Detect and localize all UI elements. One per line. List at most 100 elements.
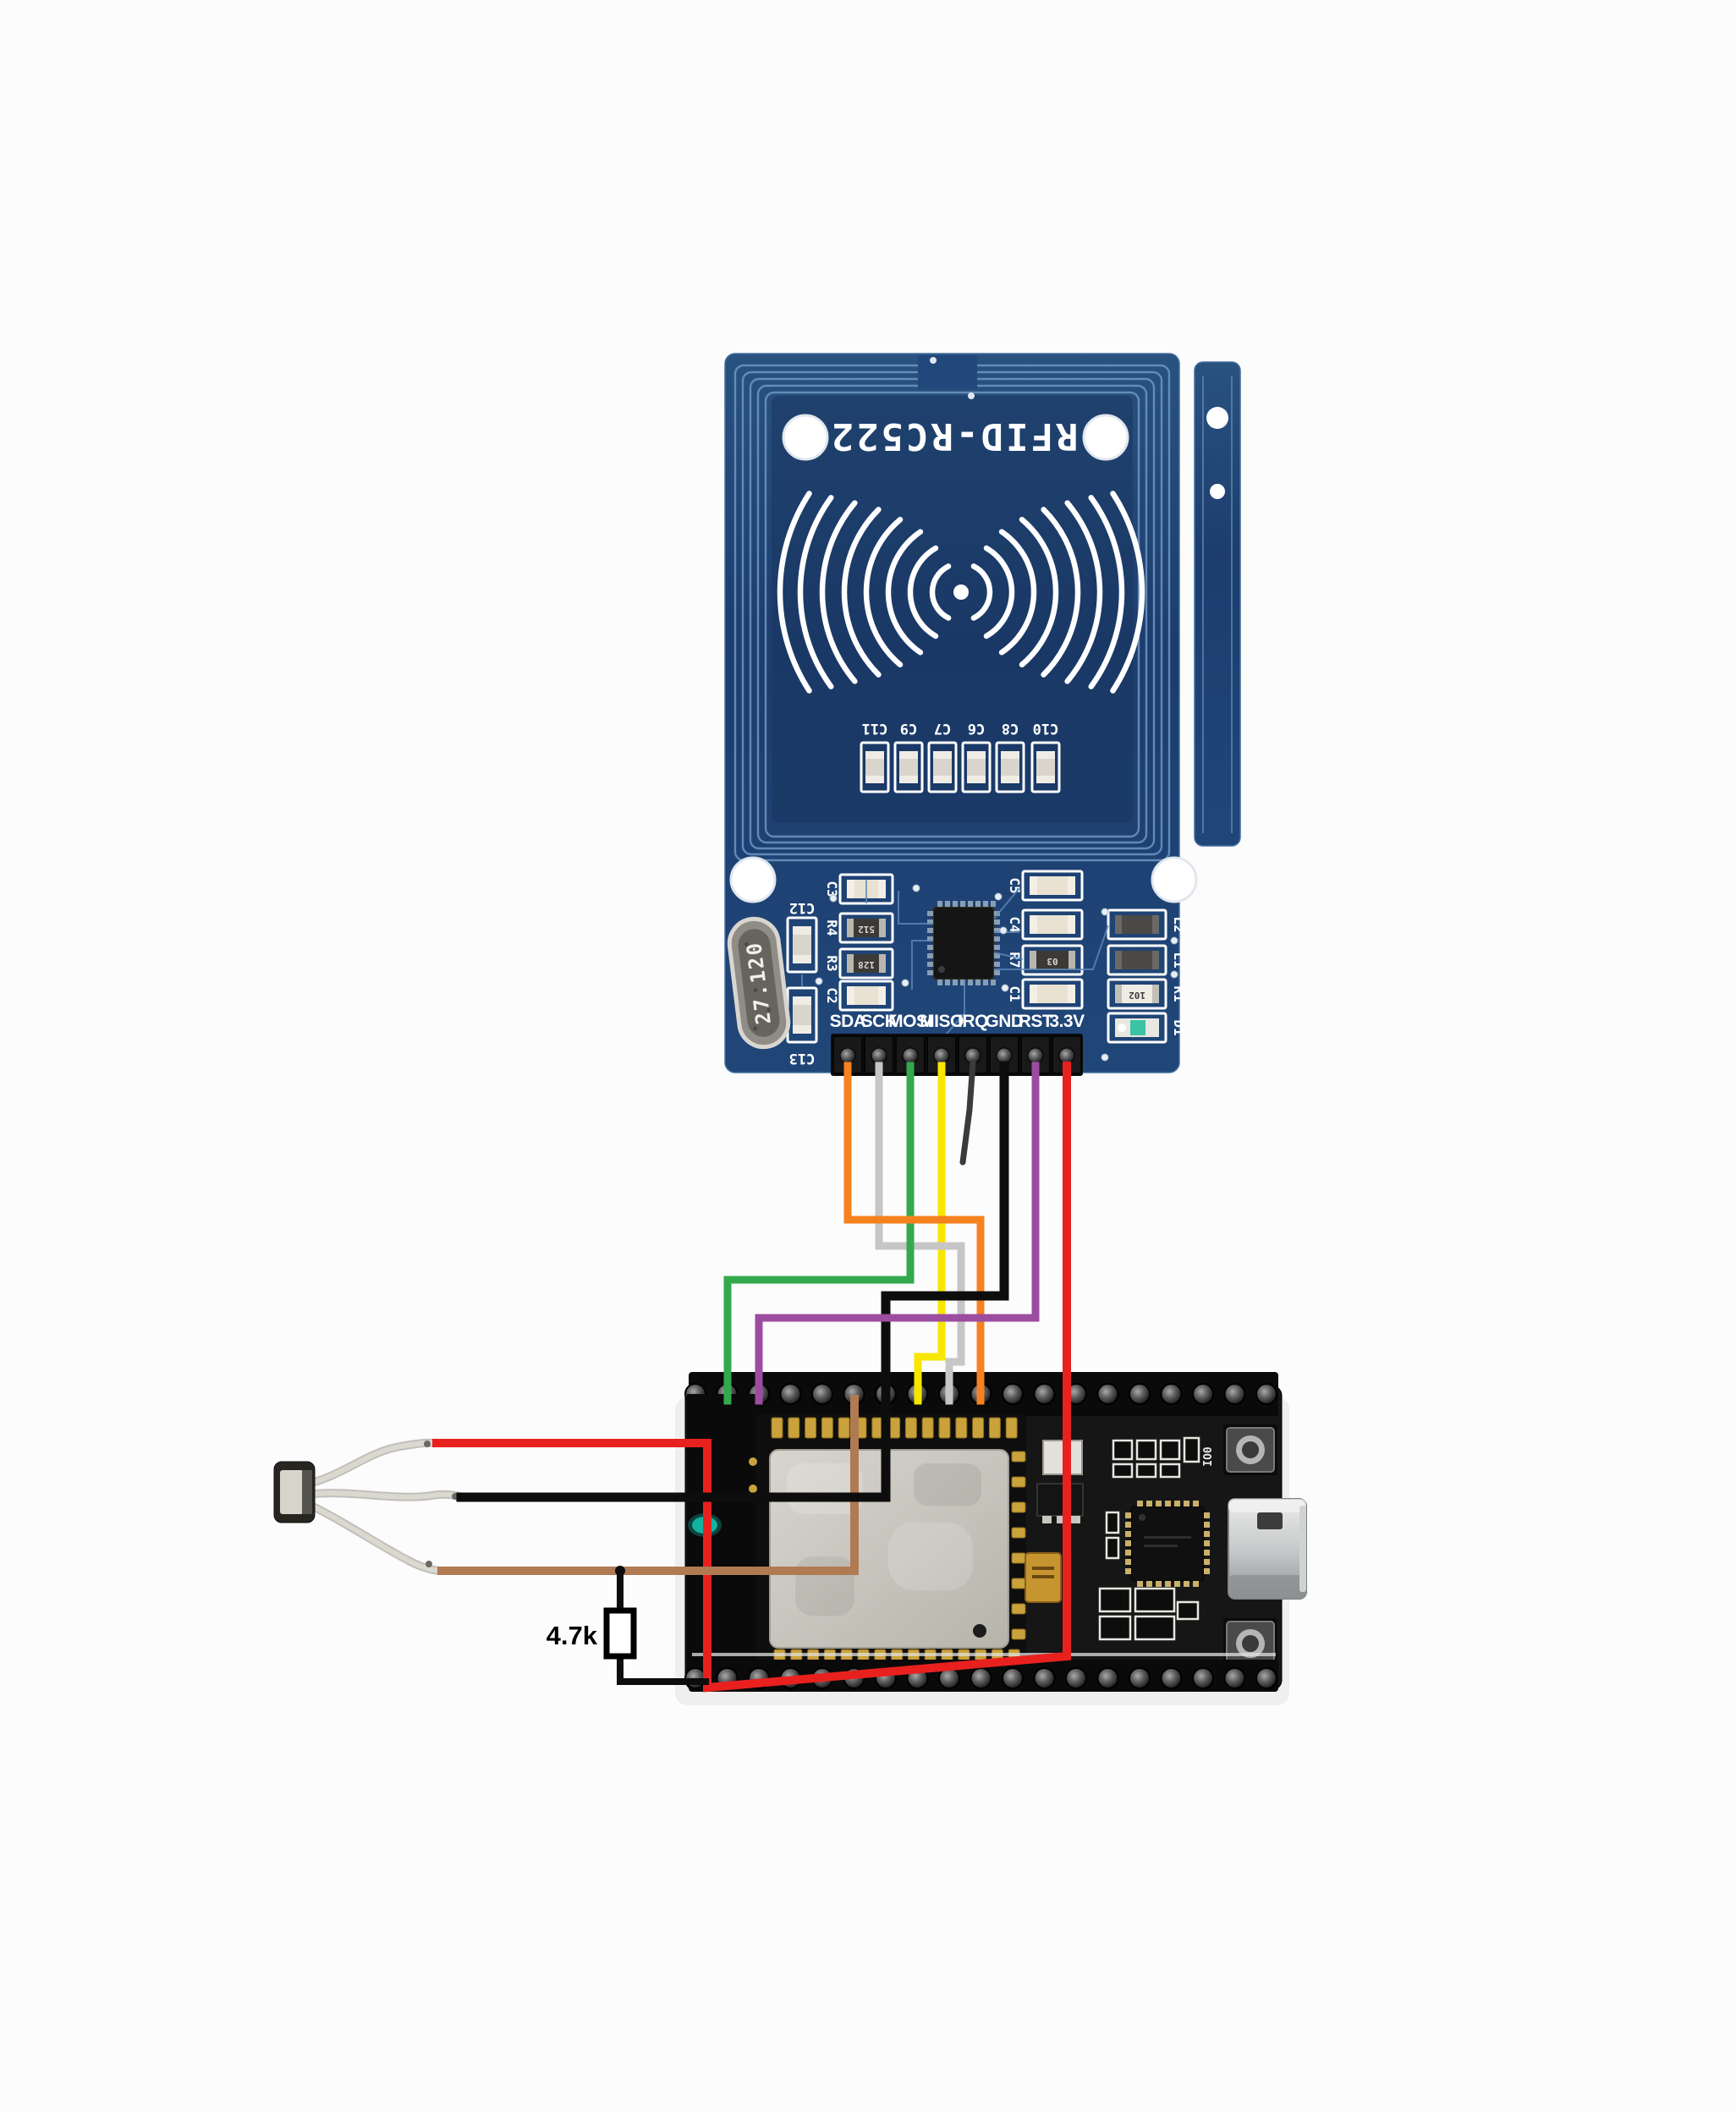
label-rfid-far_col-2: R1 bbox=[1171, 985, 1187, 1002]
mounting-hole bbox=[1151, 856, 1198, 903]
solder-joint bbox=[426, 1561, 432, 1567]
label-rfid-mid_col-0: C3 bbox=[824, 881, 840, 897]
rfid-pin bbox=[871, 1047, 887, 1064]
label-rfid-far_col-1: L1 bbox=[1171, 952, 1187, 968]
wire-sck bbox=[875, 1062, 965, 1405]
label-rfid-pins-3: MISO bbox=[920, 1012, 964, 1031]
wire-rst bbox=[755, 1062, 1040, 1405]
label-rfid-left_col-0: C12 bbox=[789, 899, 816, 916]
smd-component bbox=[1105, 1536, 1120, 1560]
label-annotation-resistor_value: 4.7k bbox=[547, 1621, 598, 1650]
antenna-arc bbox=[1019, 516, 1059, 668]
rfid-pin bbox=[839, 1047, 856, 1064]
label-rfid-cap_row-0: C11 bbox=[862, 720, 888, 737]
antenna-arc bbox=[841, 507, 882, 678]
antenna-arc bbox=[819, 500, 858, 684]
label-rfid-mid_col-2: R3 bbox=[824, 955, 840, 971]
label-rfid-marks-R1: 102 bbox=[1129, 990, 1145, 1001]
smd-capacitor bbox=[967, 751, 986, 783]
castellated-pad bbox=[1011, 1501, 1026, 1513]
antenna-arc bbox=[863, 516, 904, 668]
label-rfid-far_col-0: L2 bbox=[1171, 916, 1187, 932]
label-rfid-pins-4: IRQ bbox=[958, 1012, 988, 1031]
smd-component bbox=[1098, 1615, 1132, 1641]
antenna-arc bbox=[907, 545, 939, 639]
smd-component bbox=[1112, 1439, 1134, 1461]
label-rfid-marks-R3: 128 bbox=[858, 959, 875, 970]
smd-component bbox=[1183, 1436, 1200, 1463]
esp32-top-pin bbox=[1129, 1383, 1151, 1405]
castellated-pad bbox=[888, 1417, 901, 1439]
smd-component bbox=[1134, 1587, 1176, 1613]
label-rfid-pins-1: SCK bbox=[861, 1012, 898, 1031]
crystal-oscillator: 27.120 bbox=[727, 916, 791, 1050]
castellated-pad bbox=[988, 1417, 1001, 1439]
mounting-hole bbox=[729, 856, 777, 903]
smd-capacitor bbox=[1001, 751, 1019, 783]
label-rfid-cap_row-5: C10 bbox=[1033, 720, 1059, 737]
smd-component bbox=[1105, 1511, 1120, 1534]
rfid-pin bbox=[1058, 1047, 1075, 1064]
label-rfid-cap_row-3: C6 bbox=[968, 720, 985, 737]
smd-capacitor bbox=[1036, 751, 1055, 783]
label-rfid-pins-7: 3.3V bbox=[1049, 1012, 1085, 1031]
castellated-pad bbox=[771, 1417, 783, 1439]
tab-hole bbox=[1206, 407, 1228, 429]
label-rfid-pins-6: RST bbox=[1019, 1012, 1053, 1031]
wire-data bbox=[437, 1395, 859, 1575]
rfid-pin bbox=[1027, 1047, 1044, 1064]
antenna-arc bbox=[1110, 491, 1145, 694]
castellated-pad bbox=[1011, 1476, 1026, 1488]
wire-mosi bbox=[723, 1062, 915, 1405]
antenna-arc bbox=[1088, 495, 1125, 689]
smd-component bbox=[1176, 1600, 1200, 1621]
castellated-pad bbox=[955, 1417, 968, 1439]
resistor-lead-bottom bbox=[617, 1648, 709, 1685]
castellated-pad bbox=[805, 1417, 817, 1439]
antenna-arc bbox=[1064, 500, 1103, 684]
smd-component bbox=[1134, 1615, 1176, 1641]
rfid-pin bbox=[933, 1047, 950, 1064]
esp32-top-pin bbox=[1160, 1383, 1183, 1405]
label-rfid-cap_row-4: C8 bbox=[1002, 720, 1019, 737]
castellated-pad bbox=[1011, 1527, 1026, 1539]
castellated-pad bbox=[972, 1417, 985, 1439]
label-esp32-silkscreen: IO0 bbox=[1202, 1446, 1215, 1467]
antenna-arc bbox=[1041, 507, 1081, 678]
label-rfid-mid_col-3: C2 bbox=[824, 987, 840, 1003]
esp32-top-pin bbox=[1002, 1383, 1024, 1405]
label-rfid-cap_row-2: C7 bbox=[934, 720, 951, 737]
esp32-bottom-pin bbox=[1096, 1667, 1119, 1689]
antenna-arc bbox=[797, 495, 834, 689]
label-rfid-right_col-1: C4 bbox=[1007, 916, 1023, 932]
esp32-top-pin bbox=[1096, 1383, 1119, 1405]
mounting-hole bbox=[782, 414, 829, 461]
smd-component bbox=[1135, 1463, 1157, 1479]
voltage-regulator bbox=[1036, 1483, 1084, 1517]
castellated-pad bbox=[821, 1417, 833, 1439]
esp32-top-pin bbox=[1223, 1383, 1246, 1405]
castellated-pad bbox=[788, 1417, 800, 1439]
jumper-wires bbox=[432, 1059, 1071, 1693]
esp32-top-pin bbox=[1255, 1383, 1277, 1405]
esp32-bottom-pin bbox=[970, 1667, 992, 1689]
smd-pad-outline bbox=[995, 741, 1025, 793]
smd-component bbox=[1159, 1439, 1181, 1461]
sensor-leg bbox=[312, 1505, 444, 1573]
pullup-resistor-symbol bbox=[603, 1607, 637, 1660]
rfid-pin bbox=[902, 1047, 919, 1064]
antenna-arc bbox=[998, 529, 1037, 656]
label-rfid-cap_row-1: C9 bbox=[900, 720, 917, 737]
label-rfid-title: RFID-RC522 bbox=[829, 414, 1079, 458]
esp32-top-pin bbox=[779, 1383, 802, 1405]
castellated-pad bbox=[1011, 1578, 1026, 1589]
label-rfid-right_col-0: C5 bbox=[1007, 877, 1023, 893]
sensor-leg bbox=[312, 1440, 439, 1485]
wire-3v3 bbox=[432, 1062, 1071, 1693]
castellated-pad bbox=[838, 1417, 850, 1439]
resistor-junction bbox=[615, 1566, 625, 1576]
antenna-arc bbox=[929, 563, 952, 621]
smd-pad-outline bbox=[860, 741, 890, 793]
castellated-pad bbox=[1005, 1417, 1018, 1439]
